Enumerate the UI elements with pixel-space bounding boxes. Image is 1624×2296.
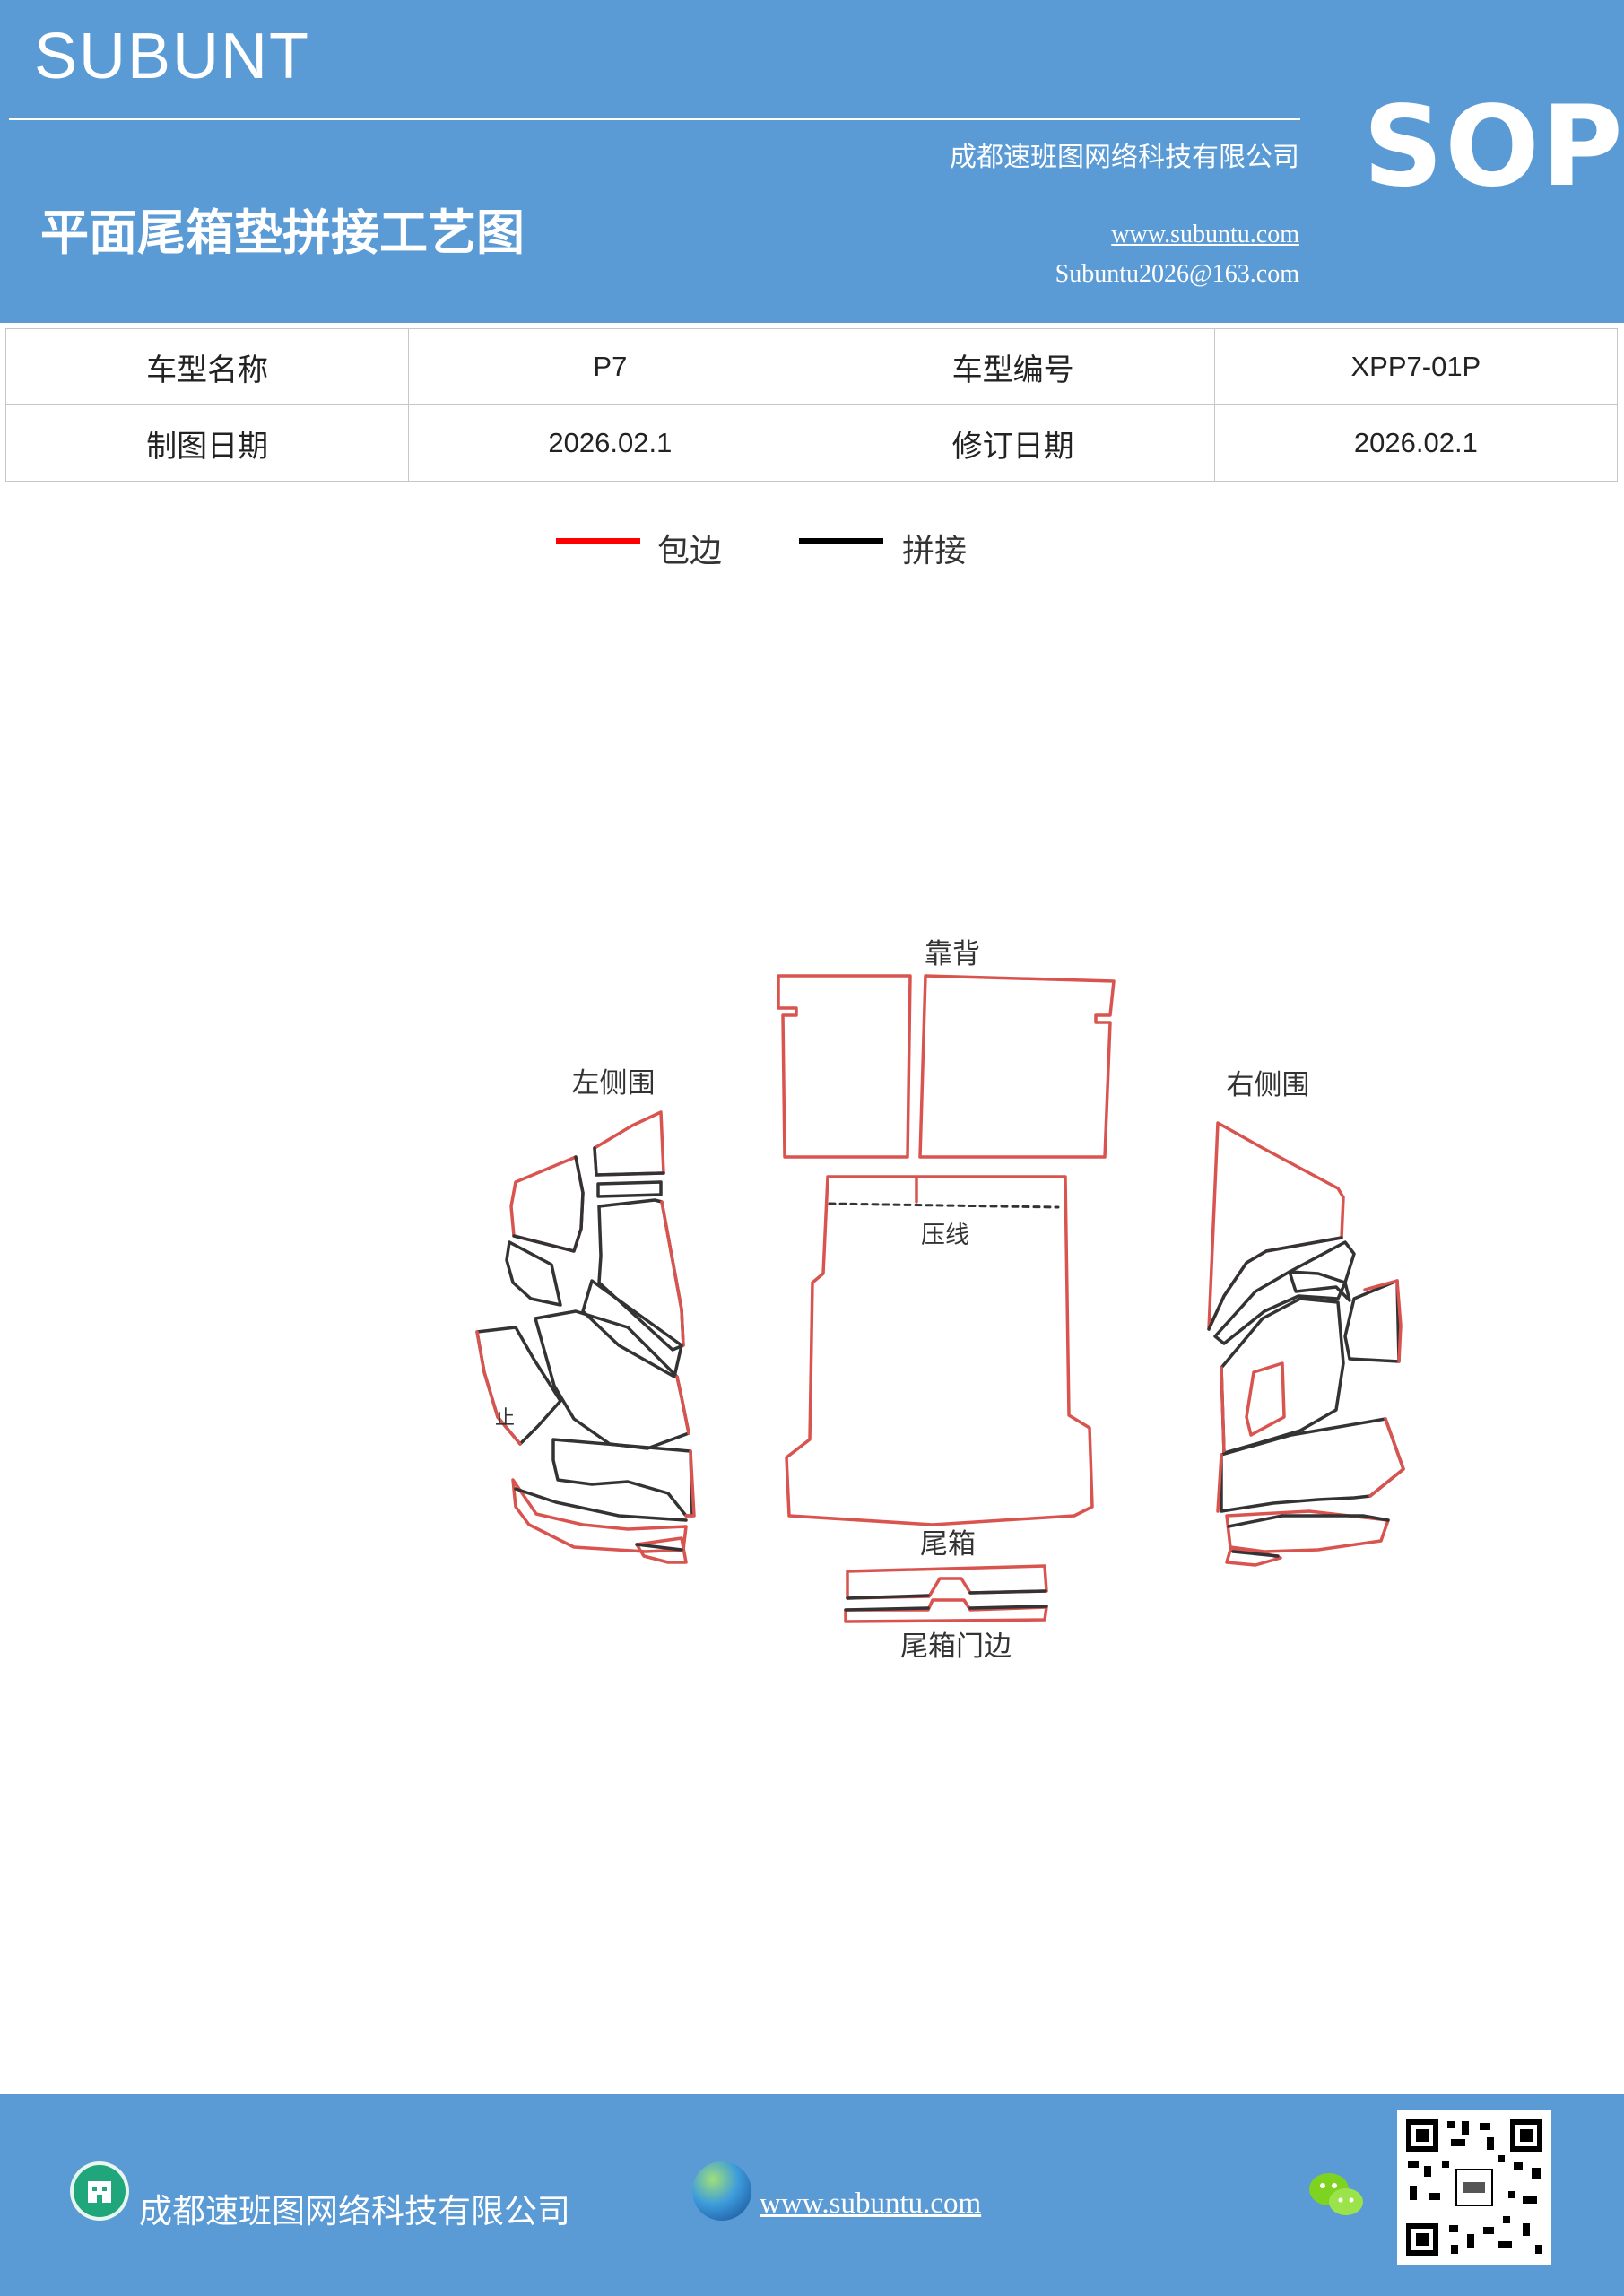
model-code-value: XPP7-01P [1213, 328, 1619, 405]
legend-edge-label: 包边 [657, 533, 723, 570]
table-row: 车型名称 P7 车型编号 XPP7-01P [4, 328, 1619, 405]
revision-date-value: 2026.02.1 [1213, 404, 1619, 482]
trunk-door-edge-strips [844, 1564, 1048, 1623]
trunk-label: 尾箱 [920, 1528, 976, 1561]
door-strip-upper [846, 1564, 1048, 1600]
legend: 包边 拼接 [0, 525, 1624, 578]
left-tail-piece [635, 1536, 688, 1564]
right-bottom-piece [1220, 1417, 1405, 1513]
trunk-door-edge-label: 尾箱门边 [900, 1631, 1012, 1663]
right-side-panels [1207, 1121, 1405, 1567]
sop-badge: SOP [1363, 83, 1624, 212]
left-side-panels [475, 1110, 696, 1564]
info-table: 车型名称 P7 车型编号 XPP7-01P 制图日期 2026.02.1 修订日… [4, 328, 1619, 482]
page-title: 平面尾箱垫拼接工艺图 [40, 204, 525, 261]
legend-seam-swatch [799, 538, 883, 544]
right-bottom-strip-seam [1227, 1514, 1390, 1528]
qr-code[interactable] [1397, 2110, 1551, 2265]
wechat-icon[interactable] [1305, 2168, 1368, 2222]
left-center-edge [660, 1200, 685, 1347]
left-bottom-piece [551, 1438, 694, 1518]
right-center-piece [1213, 1240, 1356, 1345]
trunk-floor-panel [785, 1175, 1094, 1526]
backrest-panels [777, 974, 1116, 1159]
right-side-box [1343, 1279, 1401, 1363]
small-mark-label: 止 [495, 1407, 515, 1430]
left-thin-strip [596, 1180, 663, 1198]
backrest-label: 靠背 [925, 938, 980, 970]
left-mid-edge [675, 1375, 690, 1435]
right-window-cutout [1245, 1361, 1286, 1437]
header-divider [9, 118, 1300, 120]
left-mid-piece-b [581, 1279, 683, 1378]
left-top-strip [593, 1110, 665, 1177]
footer-website-link[interactable]: www.subuntu.com [760, 2187, 982, 2220]
left-side-label: 左侧围 [572, 1067, 656, 1100]
table-row: 制图日期 2026.02.1 修订日期 2026.02.1 [4, 404, 1619, 482]
left-top-strip-seam [593, 1146, 665, 1177]
draw-date-value: 2026.02.1 [408, 404, 812, 482]
left-center-piece [597, 1198, 685, 1352]
globe-icon [692, 2161, 751, 2221]
model-name-label: 车型名称 [4, 328, 410, 405]
page-header: SUBUNT SOP 成都速班图网络科技有限公司 平面尾箱垫拼接工艺图 www.… [0, 0, 1624, 323]
left-lower-edge [475, 1330, 522, 1446]
building-icon [70, 2161, 129, 2221]
left-mid-piece-c [534, 1309, 690, 1450]
left-upper-piece-seam [512, 1155, 585, 1253]
door-strip-seams [844, 1589, 1048, 1612]
door-strip-lower [844, 1598, 1048, 1623]
right-side-label: 右侧围 [1227, 1069, 1310, 1101]
press-line-label: 压线 [921, 1222, 969, 1249]
right-top-seam [1207, 1236, 1343, 1331]
header-email[interactable]: Subuntu2026@163.com [1055, 260, 1299, 288]
right-large-edge [1220, 1366, 1226, 1455]
header-website-link[interactable]: www.subuntu.com [1111, 221, 1299, 248]
right-bottom-edge [1216, 1417, 1405, 1513]
model-name-value: P7 [408, 328, 812, 405]
backrest-left-panel [777, 974, 912, 1159]
brand-name: SUBUNT [34, 21, 311, 92]
left-bottom-strip-seam [514, 1487, 688, 1522]
right-tail-seam [1231, 1550, 1280, 1558]
backrest-right-panel [918, 974, 1116, 1159]
legend-seam-label: 拼接 [902, 533, 968, 570]
right-bottom-strip [1225, 1509, 1390, 1553]
page-footer: 成都速班图网络科技有限公司 www.subuntu.com [0, 2094, 1624, 2296]
left-bottom-edge [684, 1449, 696, 1518]
left-mid-piece-a [505, 1240, 562, 1307]
press-line [828, 1202, 1060, 1209]
right-side-box-edge [1363, 1279, 1403, 1363]
revision-date-label: 修订日期 [811, 404, 1215, 482]
left-tail-seam [635, 1543, 683, 1552]
footer-company: 成都速班图网络科技有限公司 [139, 2192, 570, 2231]
right-small-piece [1288, 1270, 1351, 1302]
draw-date-label: 制图日期 [4, 404, 410, 482]
header-company: 成都速班图网络科技有限公司 [950, 142, 1299, 173]
trunk-floor-outline [785, 1175, 1094, 1526]
legend-edge-swatch [556, 538, 640, 544]
model-code-label: 车型编号 [811, 328, 1215, 405]
